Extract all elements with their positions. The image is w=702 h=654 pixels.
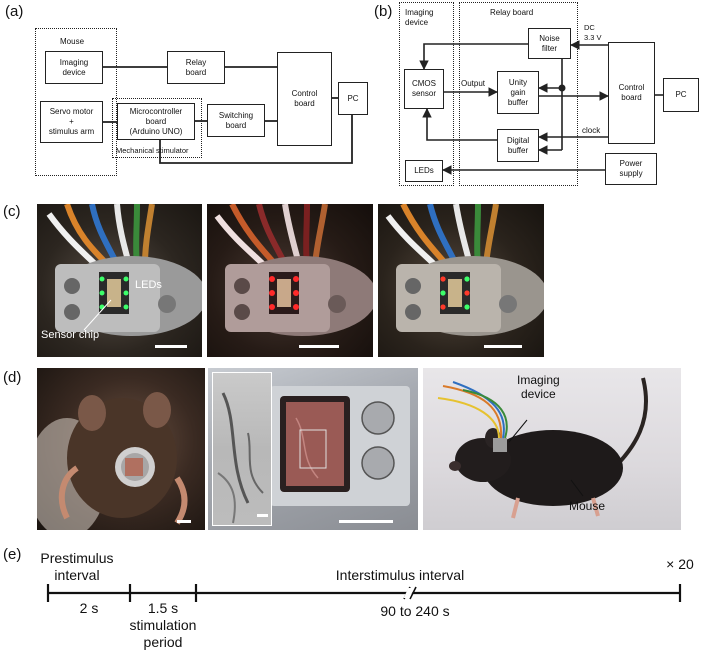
d-scale-bar-2: [339, 520, 393, 523]
mouse-head-implant-photo: [37, 368, 205, 530]
panel-label-a: (a): [5, 3, 24, 20]
device-photo-green-leds: LEDs Sensor chip: [37, 204, 202, 357]
b-dc-label: DC 3.3 V: [584, 23, 602, 42]
panel-label-c: (c): [3, 203, 21, 220]
c-scale-bar-2: [299, 345, 339, 348]
a-imaging-device-box: Imaging device: [45, 51, 103, 84]
b-output-label: Output: [461, 79, 486, 88]
device-photo-red-leds: [207, 204, 373, 357]
c-sensor-chip-label: Sensor chip: [41, 329, 100, 341]
mouse-group-frame: [35, 28, 117, 176]
b-cmos-sensor-box: CMOS sensor: [404, 69, 444, 109]
b-relay-board-group-label: Relay board: [490, 8, 534, 17]
prestimulus-duration: 2 s: [79, 600, 99, 616]
d-imaging-device-label: Imaging device: [517, 373, 560, 401]
a-switching-board-box: Switching board: [207, 104, 265, 137]
b-noise-filter-box: Noise filter: [528, 28, 571, 59]
b-pc-box: PC: [663, 78, 699, 112]
a-pc-box: PC: [338, 82, 368, 115]
repeat-count: × 20: [666, 556, 694, 572]
stimulation-duration: 1.5 s: [147, 600, 179, 616]
c-leds-label: LEDs: [135, 279, 162, 291]
b-relay-board-frame: [459, 2, 578, 186]
panel-label-d: (d): [3, 369, 22, 386]
implanted-device-photo: [208, 368, 418, 530]
mouse-with-device-photo: Imaging device Mouse: [423, 368, 681, 530]
b-imaging-device-frame: [399, 2, 454, 186]
interstimulus-interval-label: Interstimulus interval: [335, 567, 465, 583]
b-clock-label: clock: [582, 126, 601, 135]
b-unity-gain-buffer-box: Unity gain buffer: [497, 71, 539, 114]
a-mechanical-stimulator-label: Mechanical stimulator: [116, 146, 189, 155]
d-mouse-label: Mouse: [569, 499, 606, 513]
c-scale-bar-1: [155, 345, 187, 348]
panel-label-e: (e): [3, 546, 22, 563]
stimulation-period-label: stimulation period: [129, 617, 197, 650]
prestimulus-interval-label: Prestimulus interval: [40, 550, 114, 583]
a-relay-board-box: Relay board: [167, 51, 225, 84]
a-control-board-box: Control board: [277, 52, 332, 146]
panel-label-b: (b): [374, 3, 393, 20]
brain-vessel-inset: [212, 372, 272, 526]
mechanical-stimulator-frame: [112, 98, 202, 158]
a-servo-motor-box: Servo motor + stimulus arm: [40, 101, 103, 143]
mouse-group-label: Mouse: [60, 37, 85, 46]
b-imaging-device-group-label: Imaging device: [405, 8, 434, 28]
b-power-supply-box: Power supply: [605, 153, 657, 185]
interstimulus-duration: 90 to 240 s: [380, 603, 450, 619]
d-inset-scale-bar: [257, 514, 268, 517]
device-photo-mixed-leds: [378, 204, 544, 357]
c-scale-bar-3: [484, 345, 522, 348]
d-scale-bar-1: [177, 520, 191, 523]
a-microcontroller-box: Microcontroller board (Arduino UNO): [117, 103, 195, 140]
b-control-board-box: Control board: [608, 42, 655, 144]
